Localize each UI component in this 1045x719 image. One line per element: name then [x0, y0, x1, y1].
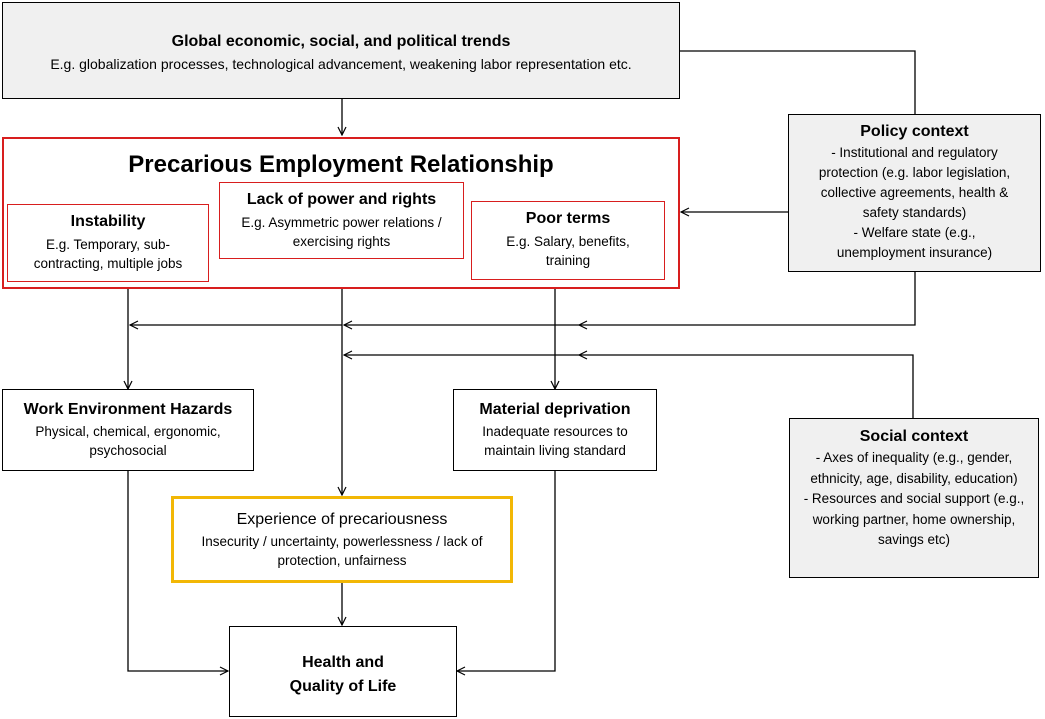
poor-terms-box: Poor terms E.g. Salary, benefits, traini…	[471, 201, 665, 280]
policy-context-box: Policy context - Institutional and regul…	[788, 114, 1041, 272]
poor-terms-text: E.g. Salary, benefits, training	[506, 234, 630, 268]
policy-context-text2: - Welfare state (e.g., unemployment insu…	[836, 225, 993, 260]
line-global-to-policy	[680, 50, 916, 114]
material-deprivation-box: Material deprivation Inadequate resource…	[453, 389, 657, 471]
material-deprivation-text: Inadequate resources to maintain living …	[482, 424, 628, 458]
global-trends-box: Global economic, social, and political t…	[2, 2, 680, 99]
work-hazards-text: Physical, chemical, ergonomic, psychosoc…	[35, 424, 221, 458]
social-context-title: Social context	[859, 428, 969, 445]
arrow-material-to-health	[457, 471, 556, 671]
arrow-hazards-to-health	[127, 471, 228, 671]
social-context-text: - Axes of inequality (e.g., gender, ethn…	[810, 450, 1018, 486]
instability-title: Instability	[70, 213, 146, 230]
lack-of-power-title: Lack of power and rights	[246, 191, 437, 208]
health-title2: Quality of Life	[289, 678, 397, 695]
policy-context-title: Policy context	[860, 123, 969, 140]
health-box: Health and Quality of Life	[229, 626, 457, 717]
line-social-up	[583, 354, 914, 418]
precarious-employment-title: Precarious Employment Relationship	[128, 151, 554, 178]
lack-of-power-text: E.g. Asymmetric power relations / exerci…	[241, 215, 442, 249]
experience-title: Experience of precariousness	[236, 511, 448, 528]
work-hazards-box: Work Environment Hazards Physical, chemi…	[2, 389, 254, 471]
health-title: Health and	[302, 654, 384, 671]
policy-context-text: - Institutional and regulatory protectio…	[818, 145, 1011, 220]
experience-box: Experience of precariousness Insecurity …	[171, 496, 513, 583]
social-context-box: Social context - Axes of inequality (e.g…	[789, 418, 1039, 578]
poor-terms-title: Poor terms	[525, 210, 611, 227]
work-hazards-title: Work Environment Hazards	[23, 401, 233, 418]
experience-text: Insecurity / uncertainty, powerlessness …	[201, 534, 483, 568]
material-deprivation-title: Material deprivation	[479, 401, 631, 418]
line-policy-down	[583, 272, 916, 326]
global-trends-text: E.g. globalization processes, technologi…	[50, 56, 632, 72]
global-trends-title: Global economic, social, and political t…	[171, 33, 511, 50]
social-context-text2: - Resources and social support (e.g., wo…	[803, 491, 1025, 547]
instability-box: Instability E.g. Temporary, sub-contract…	[7, 204, 209, 282]
instability-text: E.g. Temporary, sub-contracting, multipl…	[33, 237, 183, 271]
lack-of-power-box: Lack of power and rights E.g. Asymmetric…	[219, 182, 464, 259]
